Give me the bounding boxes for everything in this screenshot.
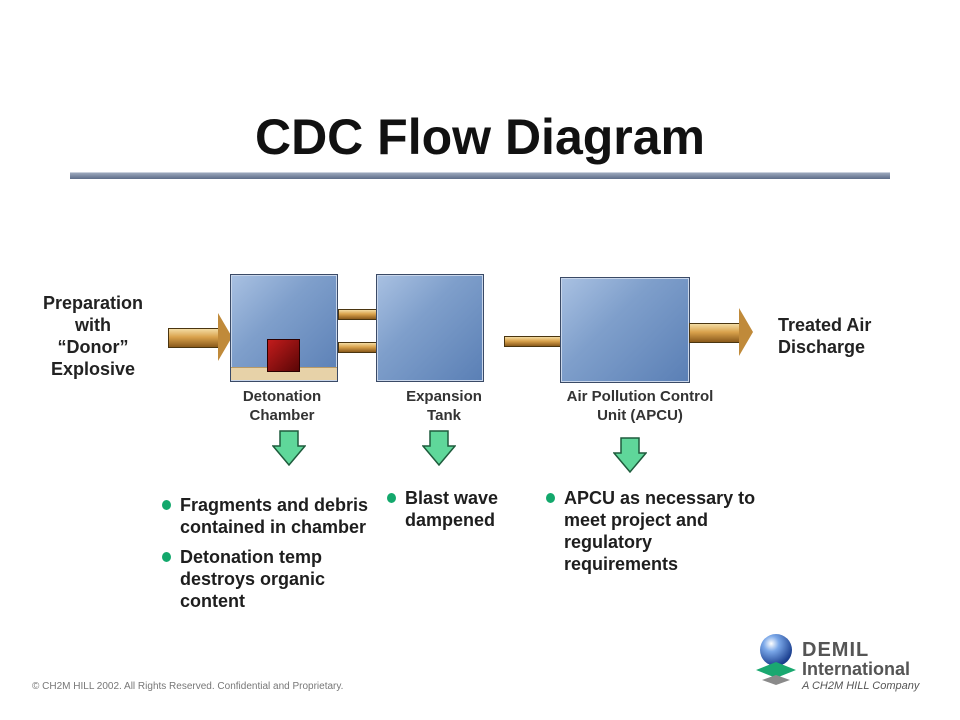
list-item: APCU as necessary to meet project and re… [544,487,764,575]
pipe-chamber-to-tank-lower [338,342,378,353]
company-logo: DEMIL International A CH2M HILL Company [752,632,952,698]
output-label-line: Discharge [778,337,866,357]
title-divider [70,172,890,179]
page-title: CDC Flow Diagram [254,109,706,165]
expansion-tank-label: Expansion Tank [374,387,514,425]
unit-label-line: Expansion [406,388,482,405]
down-arrow-icon [272,430,306,466]
expansion-tank [376,274,484,382]
input-arrow-head [218,313,232,361]
note-text: Detonation temp destroys organic content [180,547,326,611]
input-label: Preparation with “Donor” Explosive [28,292,158,380]
bullet-icon [162,500,171,510]
apcu-unit [560,277,690,383]
detonation-chamber-label: Detonation Chamber [212,387,352,425]
note-text: Blast wave dampened [405,488,499,530]
output-label-line: Treated Air [778,315,872,335]
logo-line2: International [802,659,911,679]
donor-charge [267,339,300,372]
unit-label-line: Chamber [249,407,315,424]
unit-label-line: Unit (APCU) [597,407,683,424]
copyright-footer: © CH2M HILL 2002. All Rights Reserved. C… [32,681,344,692]
bullet-icon [387,493,396,503]
bullet-icon [162,552,171,562]
output-arrow-shaft [689,323,741,343]
output-label: Treated Air Discharge [778,314,938,358]
unit-label-line: Tank [427,407,461,424]
pipe-chamber-to-tank-upper [338,309,378,320]
note-text: Fragments and debris contained in chambe… [180,495,369,537]
unit-label-line: Detonation [242,388,322,405]
chamber-notes: Fragments and debris contained in chambe… [160,494,370,620]
input-label-line: “Donor” [57,337,129,357]
pipe-tank-to-apcu [504,336,562,347]
apcu-notes: APCU as necessary to meet project and re… [544,487,764,583]
unit-label-line: Air Pollution Control [566,388,714,405]
apcu-label: Air Pollution Control Unit (APCU) [538,387,742,425]
list-item: Blast wave dampened [385,487,525,531]
input-arrow-shaft [168,328,220,348]
note-text: APCU as necessary to meet project and re… [564,488,756,574]
output-arrow-head [739,308,753,356]
logo-line3: A CH2M HILL Company [802,680,920,692]
input-label-line: with [75,315,111,335]
tank-notes: Blast wave dampened [385,487,525,539]
logo-line1: DEMIL [802,639,870,661]
down-arrow-icon [422,430,456,466]
down-arrow-icon [613,437,647,473]
globe-logo-icon [756,634,796,685]
list-item: Detonation temp destroys organic content [160,546,370,612]
list-item: Fragments and debris contained in chambe… [160,494,370,538]
input-label-line: Preparation [42,293,144,313]
input-label-line: Explosive [50,359,136,379]
bullet-icon [546,493,555,503]
